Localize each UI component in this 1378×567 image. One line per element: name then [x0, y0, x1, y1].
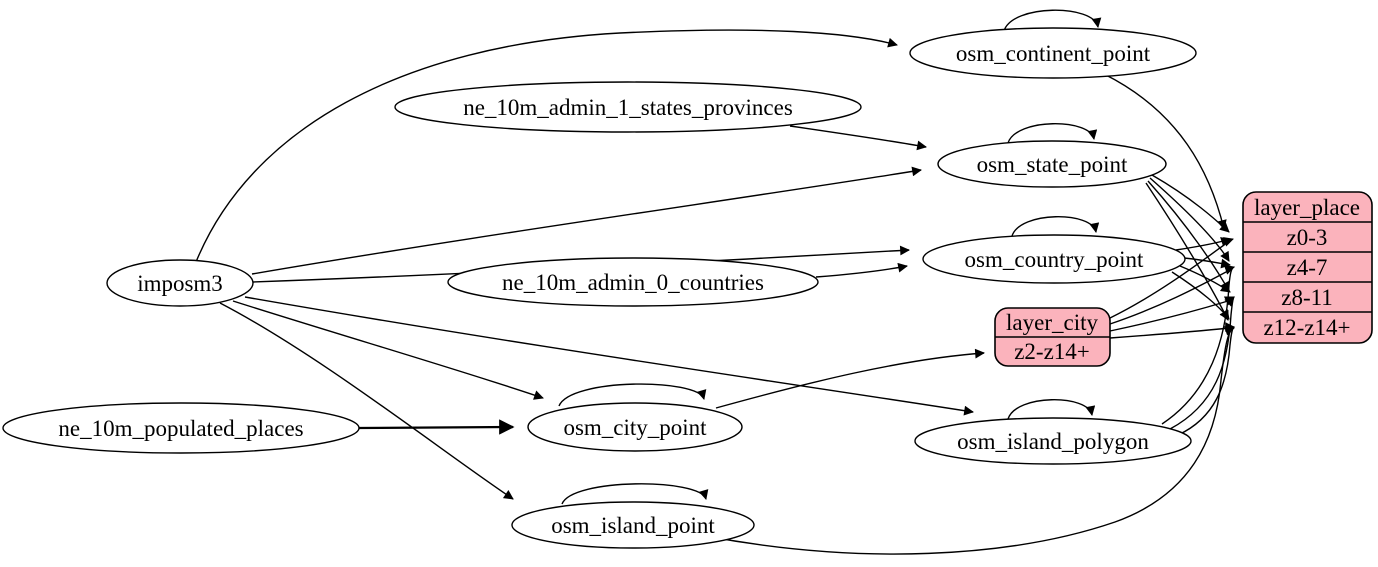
node-osm-island-point-shape: [511, 501, 755, 549]
record-layer-place-title: layer_place: [1254, 195, 1360, 220]
node-ne-admin1: ne_10m_admin_1_states_provinces: [394, 81, 862, 133]
node-osm-continent-point: osm_continent_point: [909, 27, 1197, 79]
edge-osm-state-point-z0-3: [1151, 174, 1230, 233]
record-layer-place-box: [1242, 191, 1373, 344]
loop-osm-island-point: [561, 483, 709, 505]
edge-osm-continent-point-z0-3: [1103, 73, 1227, 230]
edge-layer-city-z0-3: [1109, 237, 1234, 319]
loop-osm-continent-point: [1003, 9, 1102, 32]
edge-imposm3-osm-state-point: [251, 166, 922, 275]
loop-osm-city-point: [558, 383, 707, 407]
record-layer-city-row-z2-z14: z2-z14+: [1014, 339, 1090, 364]
record-layer-city: layer_city z2-z14+: [994, 307, 1111, 367]
node-osm-continent-point-shape: [909, 27, 1197, 79]
edge-imposm3-osm-city-point: [232, 300, 544, 400]
node-imposm3: imposm3: [106, 259, 254, 307]
edge-imposm3-osm-continent-point: [195, 29, 898, 263]
node-ne-admin0-shape: [447, 257, 819, 307]
node-ne-populated-label: ne_10m_populated_places: [58, 416, 303, 441]
node-osm-state-point-shape: [937, 140, 1167, 188]
record-layer-place: layer_place z0-3 z4-7 z8-11 z12-z14+: [1242, 191, 1373, 344]
node-ne-admin0-label: ne_10m_admin_0_countries: [502, 270, 764, 295]
loop-osm-island-polygon: [1007, 399, 1096, 420]
record-layer-place-row-z4-7: z4-7: [1287, 255, 1328, 280]
edge-osm-state-point-z8-11: [1147, 180, 1230, 292]
node-ne-populated-shape: [2, 402, 360, 454]
edge-osm-island-point-z12-z14: [705, 326, 1235, 555]
node-osm-island-polygon-shape: [914, 417, 1192, 465]
node-osm-island-polygon-label: osm_island_polygon: [957, 429, 1149, 454]
edge-group: [195, 9, 1235, 555]
record-layer-city-title: layer_city: [1006, 310, 1098, 335]
node-osm-country-point-shape: [922, 234, 1186, 284]
edge-layer-city-z8-11: [1109, 296, 1235, 332]
node-osm-island-polygon: osm_island_polygon: [914, 417, 1192, 465]
loop-osm-state-point: [1007, 123, 1098, 144]
node-osm-island-point-label: osm_island_point: [551, 513, 715, 538]
node-osm-city-point-shape: [527, 402, 743, 452]
edge-osm-city-point-layer-city: [715, 348, 985, 409]
edge-ne-admin0-osm-country-point: [815, 262, 908, 278]
node-osm-state-point-label: osm_state_point: [977, 152, 1128, 177]
edge-imposm3-osm-island-polygon: [244, 296, 974, 416]
edge-ne-admin1-osm-state-point: [789, 125, 927, 151]
node-osm-country-point-label: osm_country_point: [965, 247, 1144, 272]
record-layer-place-row-z0-3: z0-3: [1287, 225, 1328, 250]
node-imposm3-label: imposm3: [137, 271, 223, 296]
edge-layer-city-z4-7: [1109, 265, 1235, 325]
node-ne-admin0: ne_10m_admin_0_countries: [447, 257, 819, 307]
edge-osm-country-point-z0-3: [1175, 237, 1231, 251]
node-osm-state-point: osm_state_point: [937, 140, 1167, 188]
edge-osm-state-point-z4-7: [1149, 177, 1230, 262]
node-osm-continent-point-label: osm_continent_point: [956, 41, 1151, 66]
node-osm-city-point: osm_city_point: [527, 402, 743, 452]
edge-layer-city-z12-z14: [1109, 322, 1235, 339]
edge-osm-country-point-z4-7: [1183, 257, 1231, 269]
node-ne-admin1-shape: [394, 81, 862, 133]
record-layer-place-row-z12-z14: z12-z14+: [1263, 315, 1350, 340]
edge-imposm3-osm-island-point: [219, 302, 514, 500]
record-layer-place-row-z8-11: z8-11: [1281, 285, 1333, 310]
node-osm-city-point-label: osm_city_point: [563, 415, 707, 440]
node-osm-country-point: osm_country_point: [922, 234, 1186, 284]
node-ne-admin1-label: ne_10m_admin_1_states_provinces: [463, 95, 793, 120]
node-osm-island-point: osm_island_point: [511, 501, 755, 549]
edge-ne-populated-osm-city-point: [358, 419, 515, 435]
node-imposm3-shape: [106, 259, 254, 307]
loop-osm-country-point: [1011, 216, 1100, 237]
node-ne-populated: ne_10m_populated_places: [2, 402, 360, 454]
